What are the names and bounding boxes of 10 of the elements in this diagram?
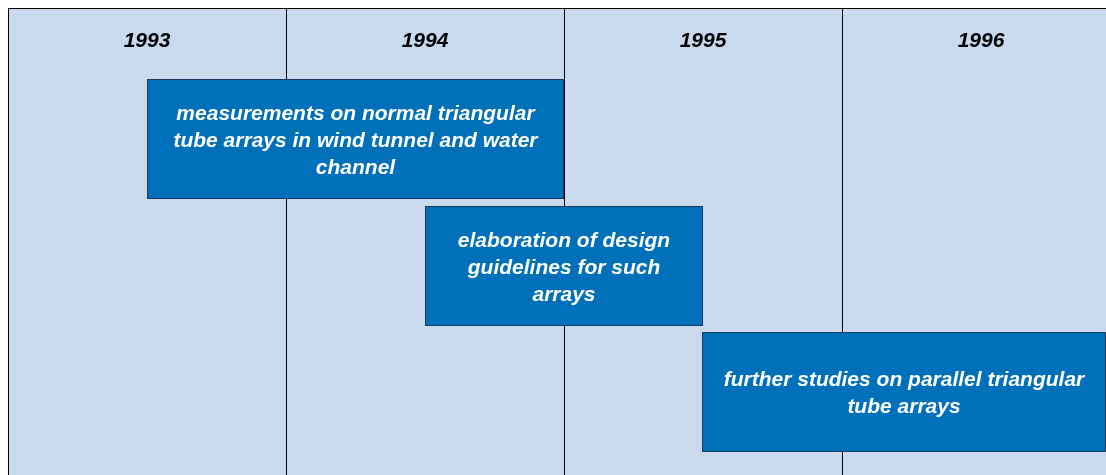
year-label: 1996 [957,28,1005,52]
task-bar [147,79,564,199]
task-bar [702,332,1106,452]
year-label: 1994 [401,28,449,52]
task-bar [425,206,703,326]
task-text: elaboration of design guidelines for such arrays [456,226,672,307]
year-label: 1993 [123,28,171,52]
task-text: further studies on parallel triangular tube arrays [722,366,1086,419]
year-label: 1995 [679,28,727,52]
task-text: measurements on normal triangular tube arrays in wind tunnel and water channel [172,99,540,180]
